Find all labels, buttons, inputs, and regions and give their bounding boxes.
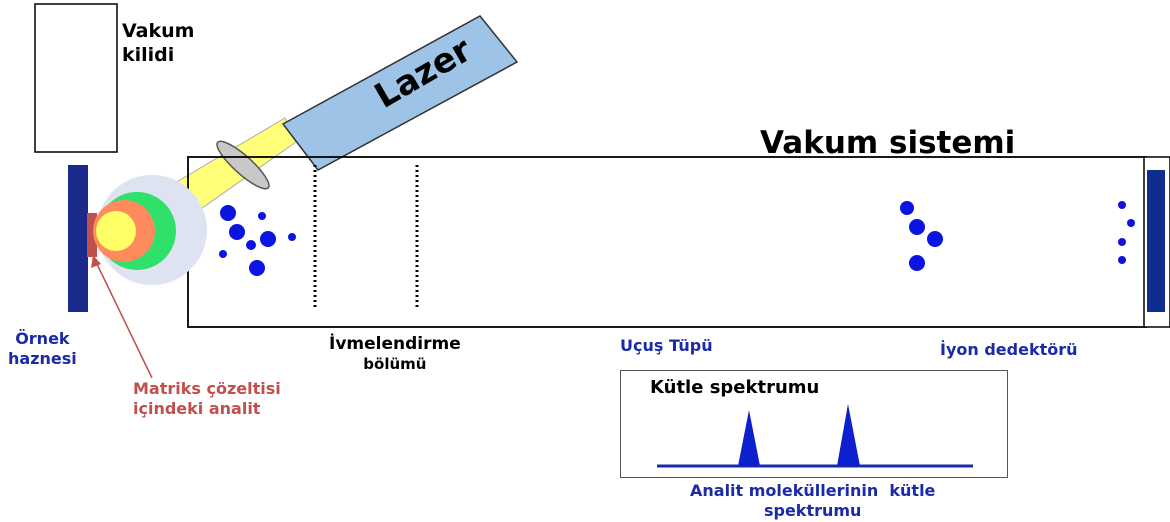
acceleration-label-line1: İvmelendirme: [329, 334, 461, 354]
matrix-analyte-label: Matriks çözeltisi içindeki analit: [133, 379, 281, 419]
ions-flight: [900, 201, 943, 271]
flight-tube: [187, 156, 1147, 328]
ions-detector: [1118, 201, 1135, 264]
matrix-spot: [87, 213, 97, 257]
spectrum-caption: Analit moleküllerinin kütle spektrumu: [690, 481, 935, 521]
flight-tube-label: Uçuş Tüpü: [620, 336, 713, 355]
spectrum-peak-1: [738, 410, 760, 466]
acceleration-label-line2: bölümü: [363, 355, 427, 374]
vacuum-system-title: Vakum sistemi: [760, 125, 1016, 161]
mass-spectrum-title: Kütle spektrumu: [650, 377, 820, 398]
focusing-lens: [216, 140, 270, 190]
spectrum-caption-line1: Analit moleküllerinin kütle: [690, 481, 936, 500]
sample-holder-label-line2: haznesi: [8, 349, 77, 368]
sample-holder-label: Örnek haznesi: [8, 329, 77, 369]
acceleration-label: İvmelendirme bölümü: [329, 334, 461, 374]
ion-cloud-yellow: [96, 211, 136, 251]
laser-source: [281, 15, 519, 171]
matrix-analyte-label-line1: Matriks çözeltisi: [133, 379, 281, 398]
spectrum-caption-line2: spektrumu: [763, 501, 862, 520]
ion-detector-label: İyon dedektörü: [940, 340, 1078, 359]
matrix-pointer-head: [91, 255, 101, 268]
mass-spectrum-box: [620, 370, 1008, 478]
vacuum-lock-label-line2: kilidi: [122, 43, 175, 66]
matrix-pointer-line: [95, 261, 153, 379]
vacuum-lock-label-line1: Vakum: [122, 20, 195, 42]
sample-holder-plate: [68, 165, 88, 312]
ions-source: [219, 205, 296, 276]
vacuum-lock-box: [34, 3, 118, 153]
vacuum-lock-label: Vakum kilidi: [122, 20, 194, 68]
sample-holder-label-line1: Örnek: [15, 329, 70, 348]
matrix-analyte-label-line2: içindeki analit: [133, 399, 261, 418]
spectrum-peak-2: [837, 404, 860, 466]
ion-detector-plate: [1147, 170, 1165, 312]
